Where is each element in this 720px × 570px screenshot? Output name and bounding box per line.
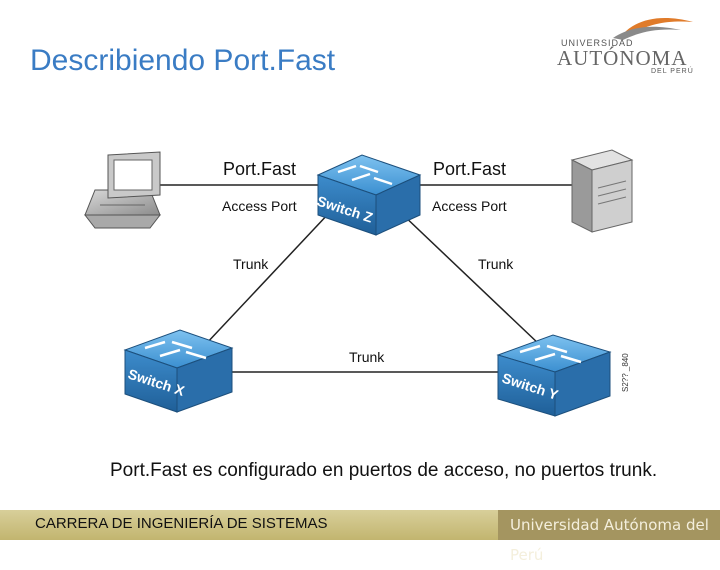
logo-swoosh-icon [613, 18, 693, 40]
footer-university: Universidad Autónoma del Perú [498, 510, 720, 564]
network-diagram: Switch Z Switch X Switch Y Port.Fast Por… [83, 149, 634, 417]
footer-bar: CARRERA DE INGENIERÍA DE SISTEMAS Univer… [0, 510, 720, 564]
link-switch-z-to-switch-y [399, 211, 541, 346]
trunk-left-label: Trunk [233, 256, 269, 272]
logo-line-1: UNIVERSIDAD [561, 38, 634, 48]
switch-arrows-icon [337, 164, 393, 186]
switch-y: Switch Y [496, 334, 612, 417]
slide-caption: Port.Fast es configurado en puertos de a… [110, 460, 658, 481]
figure-id-label: S2?? _840 [621, 353, 630, 392]
access-port-left-label: Access Port [222, 198, 297, 214]
switch-arrows-icon [519, 344, 582, 364]
logo-line-3: DEL PERÚ [651, 68, 694, 75]
switch-z: Switch Z [315, 154, 422, 236]
server-icon [570, 149, 634, 233]
university-logo: UNIVERSIDAD AUTÓNOMA DEL PERÚ [553, 12, 703, 80]
link-switch-z-to-switch-x [204, 211, 331, 346]
switch-x: Switch X [123, 329, 234, 413]
access-port-right-label: Access Port [432, 198, 507, 214]
slide-title: Describiendo Port.Fast [30, 44, 336, 77]
switch-arrows-icon [144, 340, 207, 360]
pc-icon [83, 151, 162, 229]
trunk-bottom-label: Trunk [349, 349, 385, 365]
footer-department: CARRERA DE INGENIERÍA DE SISTEMAS [35, 515, 328, 532]
portfast-right-label: Port.Fast [433, 159, 506, 179]
portfast-left-label: Port.Fast [223, 159, 296, 179]
links [160, 184, 572, 373]
logo-line-2: AUTÓNOMA [557, 46, 688, 70]
trunk-right-label: Trunk [478, 256, 514, 272]
